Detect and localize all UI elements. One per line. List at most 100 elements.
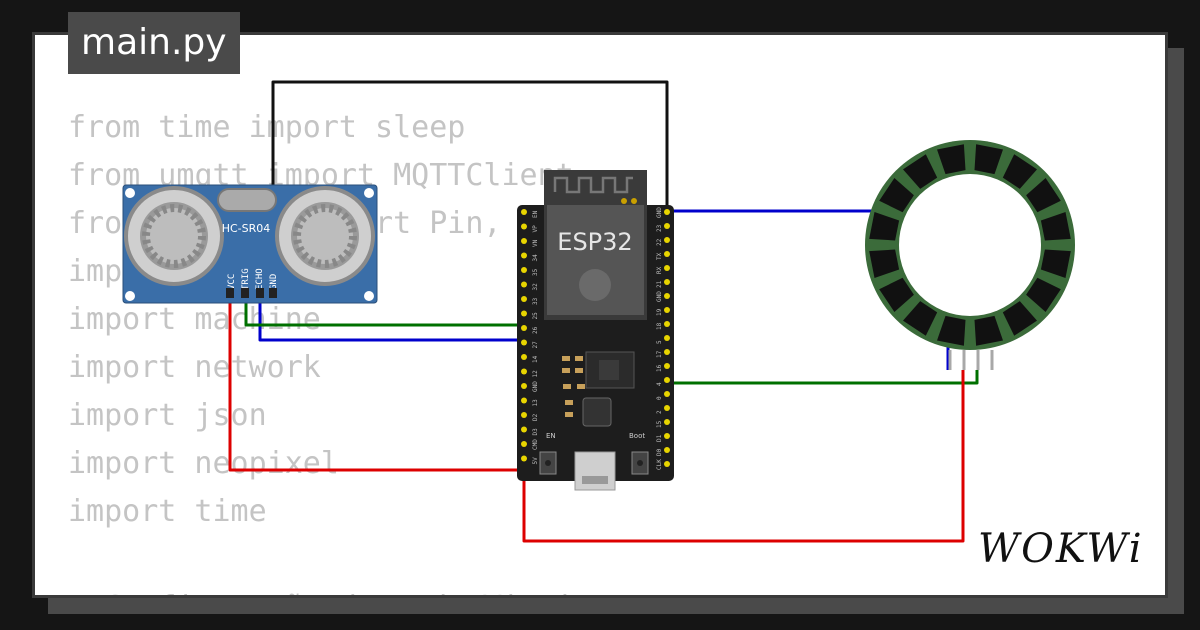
esp32-pin[interactable]: [664, 447, 670, 453]
esp32-pin[interactable]: [521, 441, 527, 447]
esp32-pin[interactable]: [521, 252, 527, 259]
esp32-pin-label: 18: [656, 322, 663, 330]
esp32-pin[interactable]: [664, 307, 670, 313]
neopixel-led: [1002, 154, 1037, 189]
esp32-pin[interactable]: [664, 363, 670, 369]
transducer-left: [124, 186, 224, 286]
ring-connector-pins: [948, 350, 994, 370]
esp32-left-header: [521, 209, 527, 462]
esp32-pin-label: 5V: [532, 457, 539, 465]
transducer-right: [275, 186, 375, 286]
esp32-pin[interactable]: [521, 339, 527, 346]
pin-label-echo: ECHO: [255, 268, 265, 290]
code-line: import time: [68, 494, 267, 529]
esp32-pin[interactable]: [664, 237, 670, 243]
esp32-pin[interactable]: [521, 412, 527, 418]
esp32-pin-label: CMD: [532, 439, 539, 450]
esp32-pin-label: 32: [532, 283, 539, 291]
esp32-pin[interactable]: [664, 251, 670, 257]
neopixel-led: [879, 277, 914, 312]
pin-echo[interactable]: [256, 288, 264, 298]
micro-usb-port[interactable]: [574, 451, 616, 491]
neopixel-ring[interactable]: [865, 140, 1075, 370]
esp32-pin-label: VP: [532, 225, 539, 233]
file-tab-main-py[interactable]: main.py: [68, 12, 240, 74]
neopixel-led: [903, 301, 938, 336]
neopixel-led: [937, 315, 966, 346]
esp32-pin[interactable]: [664, 377, 670, 383]
esp32-pin[interactable]: [664, 293, 670, 299]
neopixel-led: [903, 154, 938, 189]
esp32-pin-label: 25: [532, 312, 539, 320]
esp32-pin-label: D0: [656, 448, 663, 456]
pin-trig[interactable]: [241, 288, 249, 298]
esp32-pin-label: 21: [656, 280, 663, 288]
esp32-pin-label: 5: [656, 340, 663, 344]
pin-label-trig: TRIG: [241, 268, 251, 290]
esp32-pin-label: VN: [532, 239, 539, 247]
en-button-label: EN: [546, 432, 556, 440]
esp32-pin-label: 33: [532, 297, 539, 305]
neopixel-led: [1040, 212, 1071, 241]
pin-label-vcc: VCC: [227, 274, 237, 290]
esp32-pin[interactable]: [521, 325, 527, 331]
esp32-pin[interactable]: [521, 238, 527, 244]
boot-button-label: Boot: [629, 432, 645, 440]
esp32-pin[interactable]: [664, 209, 670, 215]
usb-chip: [582, 397, 612, 427]
esp32-pin[interactable]: [664, 335, 670, 341]
neopixel-led: [974, 144, 1003, 175]
neopixel-led: [1026, 277, 1061, 312]
esp32-right-header: [664, 209, 670, 467]
esp32-pin[interactable]: [521, 267, 527, 273]
code-line: import json: [68, 398, 267, 433]
wire-ring-data-green[interactable]: [667, 370, 979, 385]
esp32-pin[interactable]: [664, 419, 670, 425]
esp32-pin-label: 34: [532, 254, 539, 262]
esp32-pin-label: 17: [656, 350, 663, 358]
esp32-pin-label: 12: [532, 370, 539, 378]
neopixel-led: [869, 212, 900, 241]
pin-vcc[interactable]: [226, 288, 234, 298]
hc-sr04-sensor[interactable]: HC-SR04 VCC TRIG ECHO GND: [122, 184, 378, 304]
esp32-pin[interactable]: [664, 461, 670, 467]
esp32-pin-label: GND: [656, 207, 663, 218]
esp32-pin[interactable]: [664, 349, 670, 355]
esp32-pin-label: GND: [656, 291, 663, 302]
esp32-pin[interactable]: [521, 455, 527, 462]
esp32-pin-label: 2: [656, 410, 663, 414]
esp32-pin[interactable]: [521, 426, 527, 433]
esp32-pin[interactable]: [521, 383, 527, 389]
esp32-pin[interactable]: [521, 223, 527, 230]
esp32-pin[interactable]: [521, 209, 527, 215]
esp32-pin[interactable]: [521, 281, 527, 288]
esp32-pin[interactable]: [664, 391, 670, 397]
esp32-pin-label: 0: [656, 396, 663, 400]
esp32-board[interactable]: ESP32 ENVPVN343532332526271412GND13D2D3C…: [517, 170, 674, 491]
esp32-pin-label: 19: [656, 308, 663, 316]
esp32-pin[interactable]: [664, 433, 670, 439]
esp32-pin-label: 15: [656, 420, 663, 428]
esp32-pin[interactable]: [664, 321, 670, 327]
esp32-pin[interactable]: [664, 223, 670, 229]
esp32-pin[interactable]: [521, 296, 527, 302]
neopixel-led: [974, 315, 1003, 346]
code-line: from time import sleep: [68, 110, 466, 145]
esp32-pin[interactable]: [664, 405, 670, 411]
esp32-pin[interactable]: [521, 354, 527, 360]
esp32-pin[interactable]: [521, 397, 527, 404]
pin-gnd[interactable]: [269, 288, 277, 298]
esp32-pin[interactable]: [521, 368, 527, 375]
esp32-pin[interactable]: [664, 279, 670, 285]
esp32-pin[interactable]: [521, 310, 527, 317]
espressif-logo: [579, 269, 611, 301]
neopixel-led: [937, 144, 966, 175]
esp32-pin[interactable]: [664, 265, 670, 271]
wire-vcc-red[interactable]: [228, 296, 524, 472]
esp32-pin-label: D1: [656, 434, 663, 442]
board-label: ESP32: [557, 228, 632, 256]
wire-ring-vcc-red[interactable]: [522, 370, 965, 543]
